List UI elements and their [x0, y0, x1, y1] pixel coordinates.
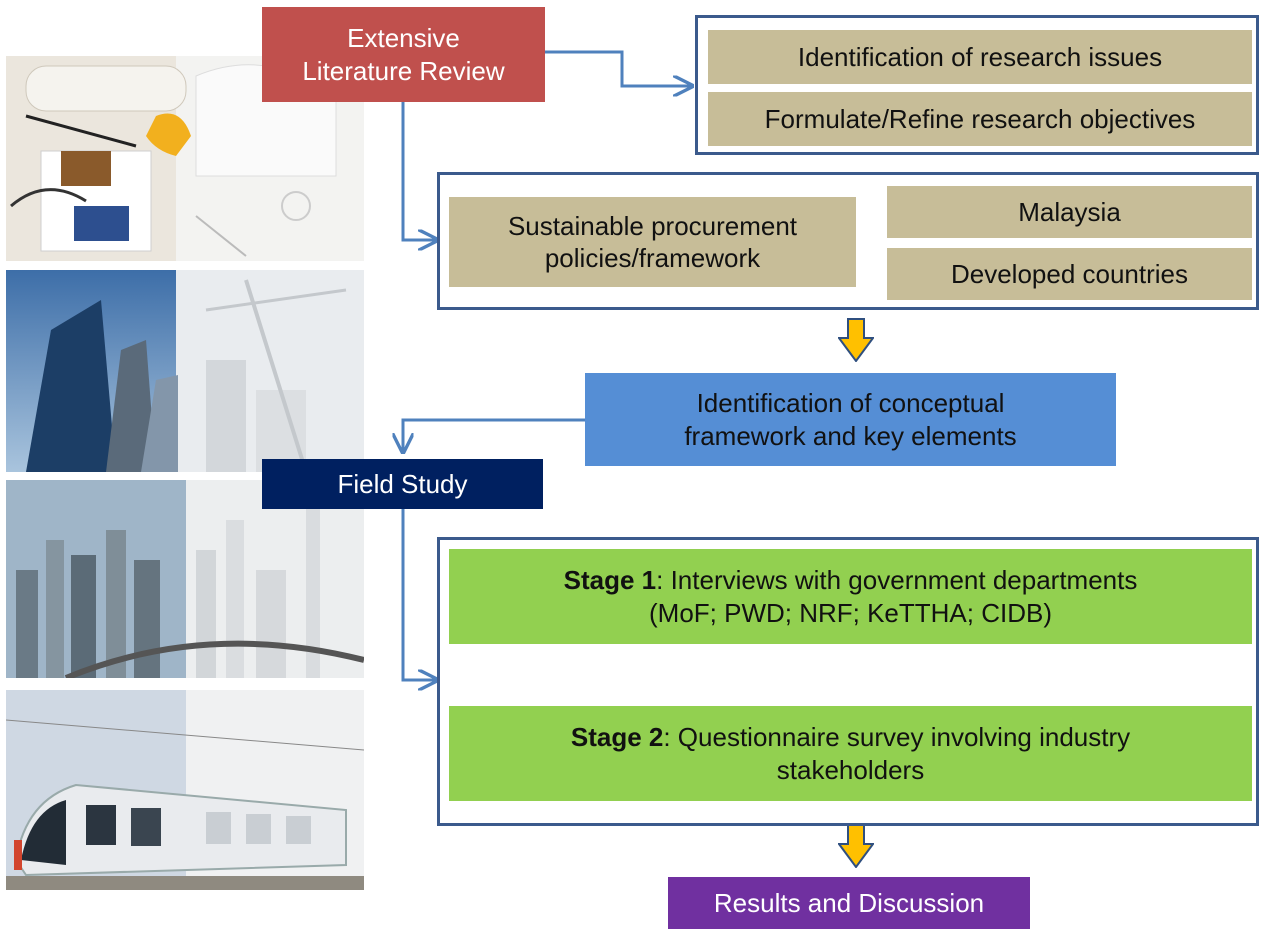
- down-arrow-icon: [838, 318, 874, 362]
- connector-litreview-to-issues: [545, 50, 692, 86]
- literature-review-box: Extensive Literature Review: [262, 7, 545, 102]
- results-label: Results and Discussion: [713, 887, 985, 918]
- connector-conceptual-to-fieldstudy: [403, 418, 585, 452]
- stage1-line1: Stage 1: Interviews with government depa…: [564, 564, 1138, 597]
- stage1-description: : Interviews with government departments: [656, 565, 1138, 595]
- procurement-line1: Sustainable procurement: [507, 210, 798, 241]
- city-skyline-photo: [6, 480, 364, 678]
- skyscrapers-photo: [6, 270, 364, 472]
- field-study-label: Field Study: [337, 468, 468, 499]
- conceptual-line2: framework and key elements: [684, 420, 1017, 451]
- developed-countries-label: Developed countries: [950, 258, 1189, 289]
- research-issues-box: Identification of research issues: [708, 30, 1252, 84]
- stage2-title: Stage 2: [570, 722, 664, 752]
- stage1-line2: (MoF; PWD; NRF; KeTTHA; CIDB): [649, 597, 1052, 628]
- train-photo: [6, 690, 364, 890]
- malaysia-box: Malaysia: [887, 186, 1252, 238]
- field-study-box: Field Study: [262, 459, 543, 509]
- conceptual-framework-box: Identification of conceptual framework a…: [585, 373, 1116, 466]
- research-objectives-box: Formulate/Refine research objectives: [708, 92, 1252, 146]
- literature-review-line1: Extensive: [347, 23, 460, 53]
- malaysia-label: Malaysia: [1018, 196, 1121, 227]
- procurement-line2: policies/framework: [544, 243, 761, 273]
- research-objectives-label: Formulate/Refine research objectives: [764, 103, 1196, 134]
- down-arrow-icon: [838, 824, 874, 868]
- stage2-description: : Questionnaire survey involving industr…: [663, 722, 1131, 752]
- literature-review-line2: Literature Review: [302, 55, 505, 86]
- stage2-line1: Stage 2: Questionnaire survey involving …: [571, 721, 1130, 754]
- results-box: Results and Discussion: [668, 877, 1030, 929]
- stage1-box: Stage 1: Interviews with government depa…: [449, 549, 1252, 644]
- connector-fieldstudy-to-stages: [401, 508, 437, 680]
- connector-litreview-to-procurement: [401, 102, 437, 240]
- developed-countries-box: Developed countries: [887, 248, 1252, 300]
- stage1-title: Stage 1: [563, 565, 657, 595]
- research-issues-label: Identification of research issues: [797, 41, 1163, 72]
- conceptual-line1: Identification of conceptual: [696, 388, 1005, 418]
- procurement-box: Sustainable procurement policies/framewo…: [449, 197, 856, 287]
- stage2-line2: stakeholders: [776, 754, 925, 785]
- stage2-box: Stage 2: Questionnaire survey involving …: [449, 706, 1252, 801]
